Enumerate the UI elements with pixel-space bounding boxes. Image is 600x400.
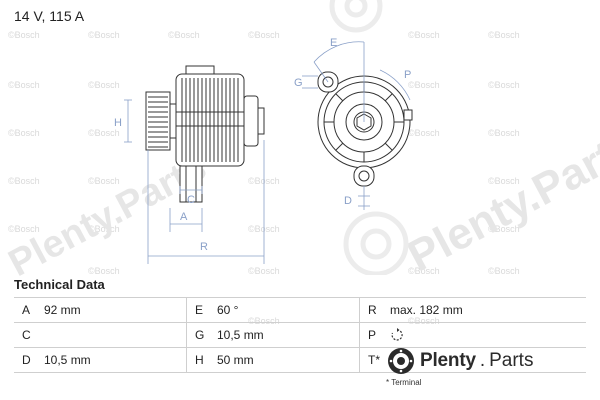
table-row: A 92 mm E 60 ° R max. 182 mm xyxy=(14,297,586,323)
dimension-label-g: G xyxy=(294,77,303,89)
dimension-label-a: A xyxy=(180,211,188,223)
spec-key: P xyxy=(359,322,382,348)
dimension-lines-side xyxy=(124,99,265,264)
dimension-labels: H C A R E G P D xyxy=(114,37,411,253)
alternator-side-view xyxy=(145,65,265,203)
alternator-front-view xyxy=(317,71,413,187)
plenty-parts-logo: Plenty.Parts xyxy=(386,346,533,376)
dimension-label-e: E xyxy=(330,37,337,49)
spec-key: H xyxy=(186,347,209,373)
brake-disc-icon xyxy=(388,348,414,374)
dimension-label-h: H xyxy=(114,117,122,129)
watermark-gear-icon xyxy=(329,0,409,275)
logo-dot: . xyxy=(479,350,486,371)
spec-value: 92 mm xyxy=(36,297,187,323)
footnote: * Terminal xyxy=(386,378,422,387)
spec-key: E xyxy=(186,297,209,323)
spec-value: 10,5 mm xyxy=(209,322,360,348)
spec-key: A xyxy=(14,297,36,323)
spec-value: 60 ° xyxy=(209,297,360,323)
spec-key: T* xyxy=(359,347,382,373)
spec-key: G xyxy=(186,322,209,348)
spec-value-rotation xyxy=(382,322,586,348)
dimension-label-c: C xyxy=(187,194,195,206)
alternator-drawing: H C A R E G P D xyxy=(114,0,413,275)
spec-key: R xyxy=(359,297,382,323)
spec-value xyxy=(36,322,187,348)
spec-value: 10,5 mm xyxy=(36,347,187,373)
logo-name: Plenty xyxy=(420,350,476,371)
rotation-clockwise-icon xyxy=(391,328,403,341)
technical-data-title: Technical Data xyxy=(14,277,105,292)
page-title: 14 V, 115 A xyxy=(14,8,85,24)
technical-data-table: A 92 mm E 60 ° R max. 182 mm C G 10,5 mm… xyxy=(14,297,586,373)
dimension-label-r: R xyxy=(200,241,208,253)
logo-suffix: Parts xyxy=(489,350,534,371)
table-row: D 10,5 mm H 50 mm T* xyxy=(14,347,586,373)
spec-value: max. 182 mm xyxy=(382,297,586,323)
table-row: C G 10,5 mm P xyxy=(14,322,586,348)
dimension-lines-front xyxy=(302,41,411,210)
spec-key: C xyxy=(14,322,36,348)
spec-key: D xyxy=(14,347,36,373)
dimension-label-d: D xyxy=(344,195,352,207)
spec-value xyxy=(382,347,586,373)
spec-value: 50 mm xyxy=(209,347,360,373)
dimension-label-p: P xyxy=(404,69,411,81)
